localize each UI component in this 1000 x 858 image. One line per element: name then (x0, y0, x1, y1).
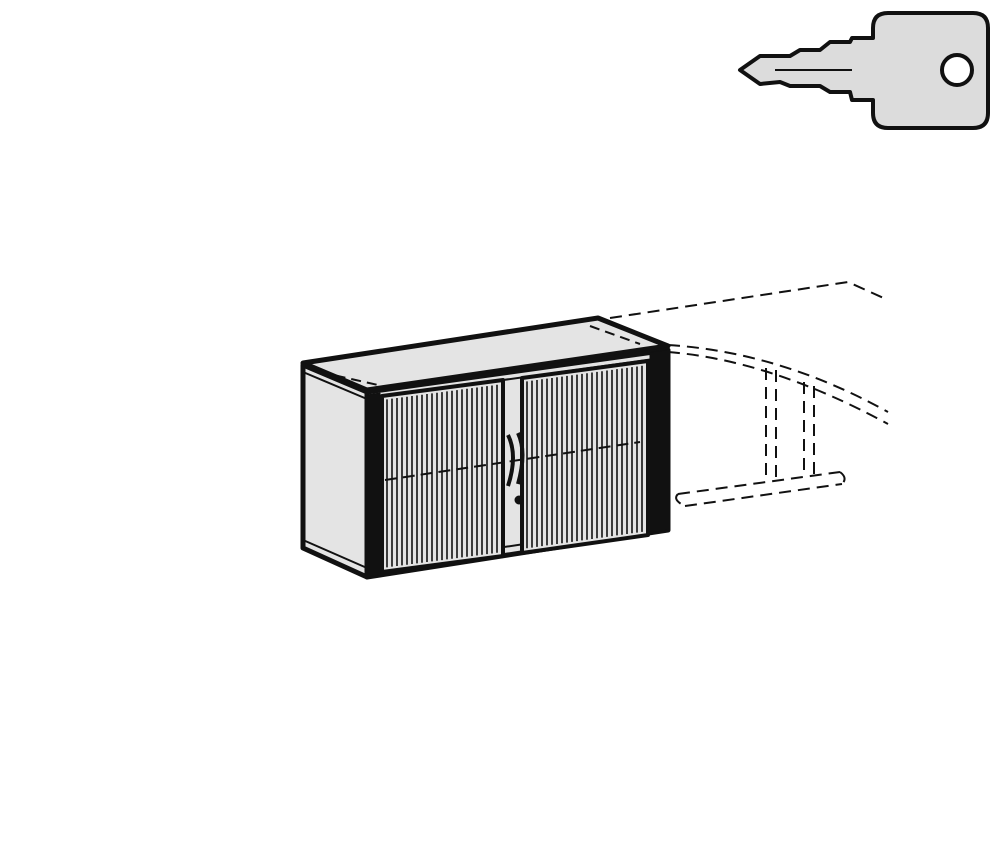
door-handle-left[interactable] (506, 434, 515, 487)
key-icon (738, 11, 990, 130)
tambour-door-right[interactable] (520, 359, 650, 555)
cabinet (300, 315, 671, 580)
desk-outline-dashed (609, 280, 889, 507)
lock-icon[interactable] (514, 495, 524, 505)
door-handle-right[interactable] (516, 432, 525, 485)
